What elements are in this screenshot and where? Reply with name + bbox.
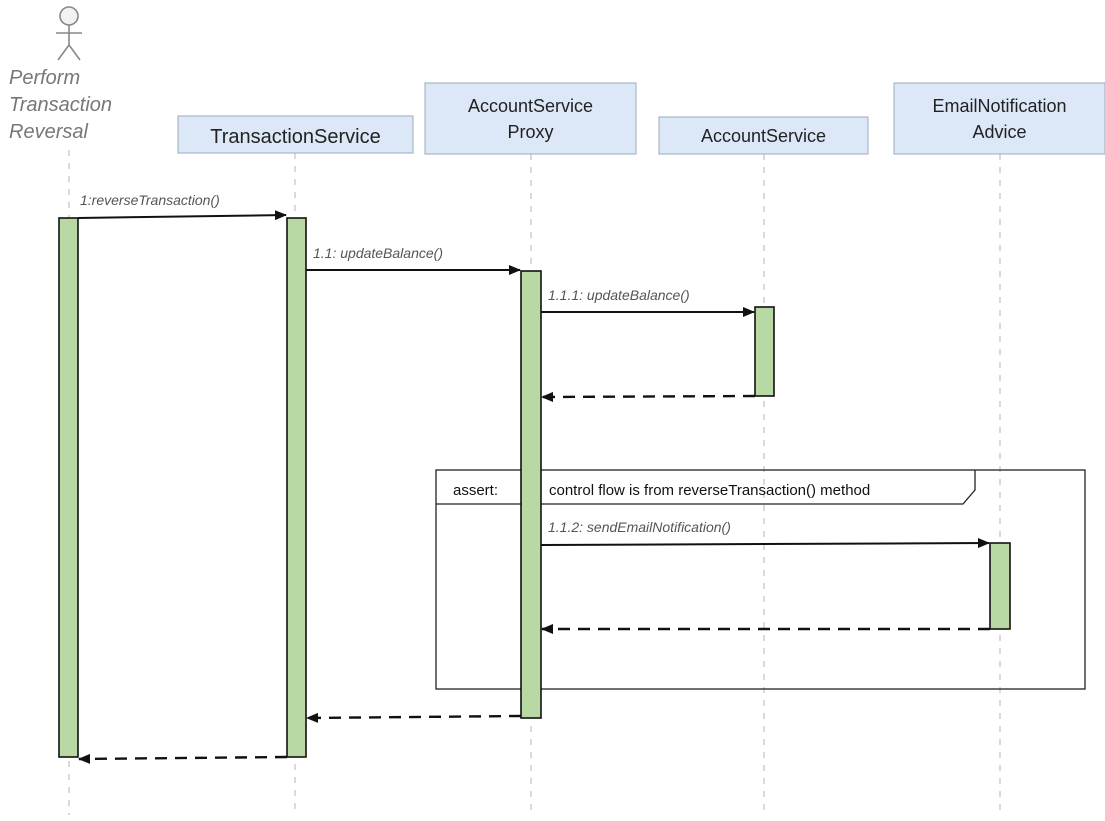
activation-transaction-service [286,217,307,758]
fragment-guard-label: control flow is from reverseTransaction(… [549,482,870,499]
participant-label-line-2: Advice [972,122,1026,142]
participant-transaction-service[interactable]: TransactionService [177,115,414,154]
participant-label: AccountService [701,126,826,146]
message-label-reverse-transaction: 1:reverseTransaction() [80,192,220,208]
message-label-account-update-balance: 1.1.1: updateBalance() [548,287,690,303]
actor-label-line-1: Perform [9,67,80,89]
return-arrow-account-service [541,391,756,402]
actor-label-line-2: Transaction [9,94,112,116]
participant-email-notification-advice[interactable]: EmailNotification Advice [893,82,1105,155]
activation-actor [58,217,79,758]
participant-label-line-1: EmailNotification [932,96,1066,116]
participant-label-line-2: Proxy [507,122,553,142]
participant-label-line-1: AccountService [468,96,593,116]
message-label-send-email-notification: 1.1.2: sendEmailNotification() [548,519,731,535]
return-arrow-transaction-service [78,753,288,764]
message-arrow-reverse-transaction [77,210,287,221]
participant-account-service[interactable]: AccountService [658,116,869,155]
activation-account-service-proxy [520,270,542,719]
activation-account-service [754,306,775,397]
actor-label-line-3: Reversal [9,121,88,143]
message-arrow-send-email-notification [540,538,990,549]
fragment-operator-label: assert: [453,482,498,499]
assert-fragment: assert: control flow is from reverseTran… [435,469,1086,690]
activation-email-notification-advice [989,542,1011,630]
messages: 1:reverseTransaction() 1.1: updateBalanc… [77,192,990,764]
participant-label: TransactionService [210,126,380,148]
return-arrow-account-service-proxy [306,712,522,723]
message-label-update-balance: 1.1: updateBalance() [313,245,443,261]
participant-account-service-proxy[interactable]: AccountService Proxy [424,82,637,155]
activations [58,217,1011,758]
actor: Perform Transaction Reversal [9,6,112,143]
stick-figure-icon [56,6,82,61]
